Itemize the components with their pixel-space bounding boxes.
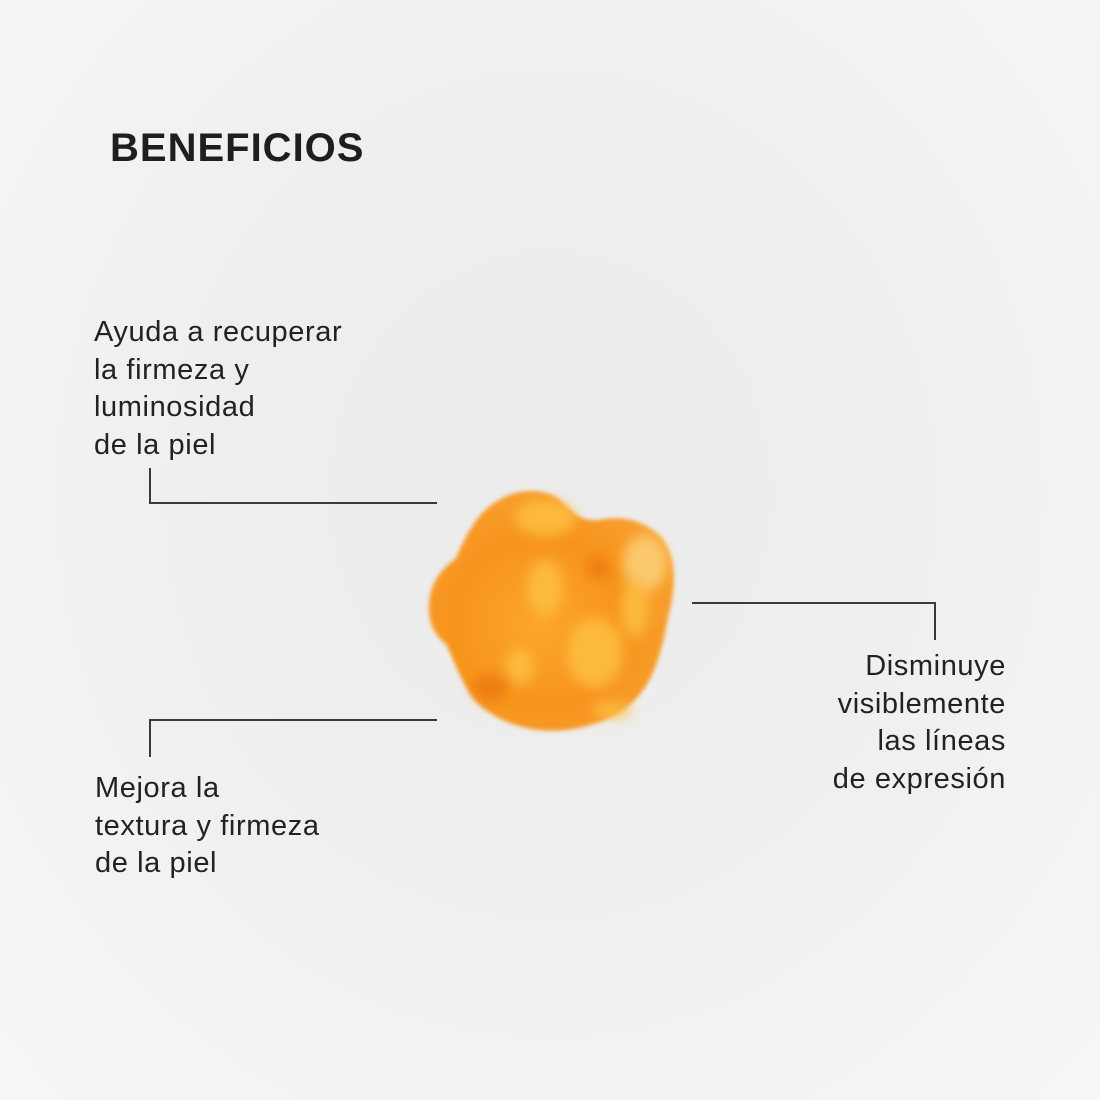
page-title: BENEFICIOS <box>110 126 365 170</box>
connector-line-3-horizontal <box>149 719 437 721</box>
benefit-line: textura y firmeza <box>95 809 320 842</box>
benefit-line: Mejora la <box>95 772 220 804</box>
connector-line-3-vertical <box>149 719 151 757</box>
benefit-line: las líneas <box>877 725 1006 757</box>
benefit-line: luminosidad <box>94 391 256 423</box>
benefit-firmness-luminosity: Ayuda a recuperar la firmeza y luminosid… <box>94 314 342 464</box>
benefit-line: Ayuda a recuperar <box>94 316 343 348</box>
connector-line-1-horizontal <box>149 502 437 504</box>
connector-line-1-vertical <box>149 468 151 503</box>
connector-line-2-vertical <box>934 602 936 640</box>
benefit-line: la firmeza y <box>94 353 250 386</box>
connector-line-2-horizontal <box>692 602 935 604</box>
benefit-texture-firmness: Mejora la textura y firmeza de la piel <box>95 770 320 883</box>
benefit-expression-lines: Disminuye visiblemente las líneas de exp… <box>833 648 1006 798</box>
benefit-line: de la piel <box>94 428 217 461</box>
benefit-line: de expresión <box>832 762 1006 795</box>
serum-drop-image <box>420 478 690 743</box>
benefit-line: visiblemente <box>837 687 1006 720</box>
benefit-line: de la piel <box>95 847 218 879</box>
benefit-line: Disminuye <box>865 650 1006 682</box>
